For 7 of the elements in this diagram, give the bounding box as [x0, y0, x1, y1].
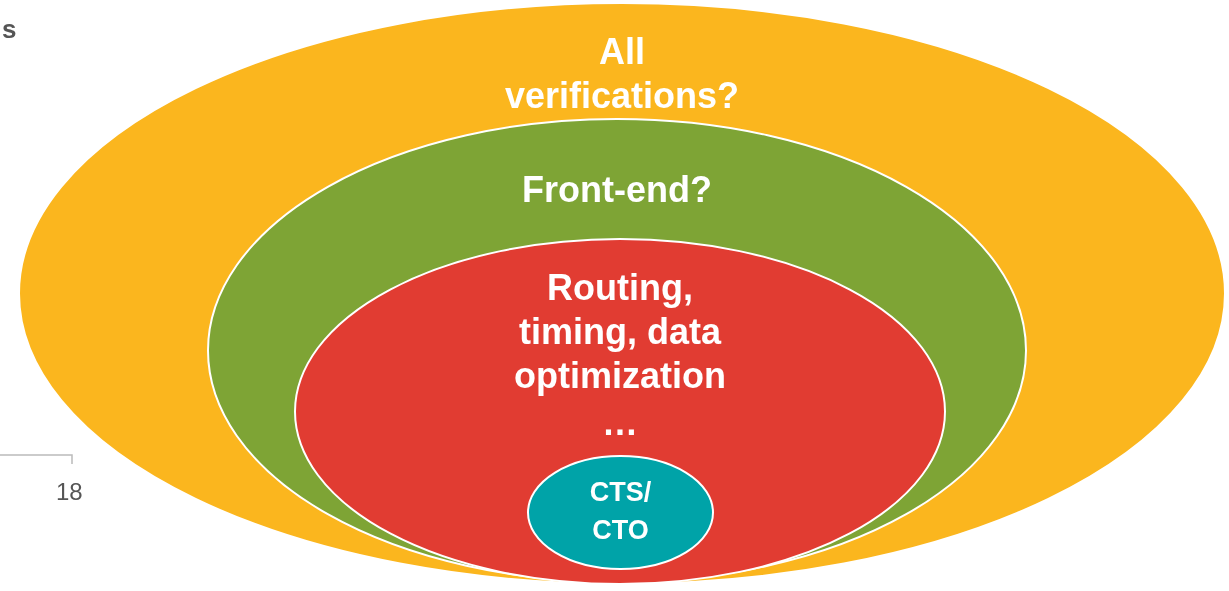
oval-label: All verifications? — [503, 30, 741, 118]
oval-label: Front-end? — [521, 168, 713, 212]
oval-label: CTS/ CTO — [588, 476, 653, 547]
axis-title-fragment: s — [2, 14, 17, 45]
ellipsis-text: … — [601, 408, 639, 438]
tick-label: 18 — [56, 478, 83, 506]
oval-label: Routing, timing, data optimization — [513, 266, 727, 398]
